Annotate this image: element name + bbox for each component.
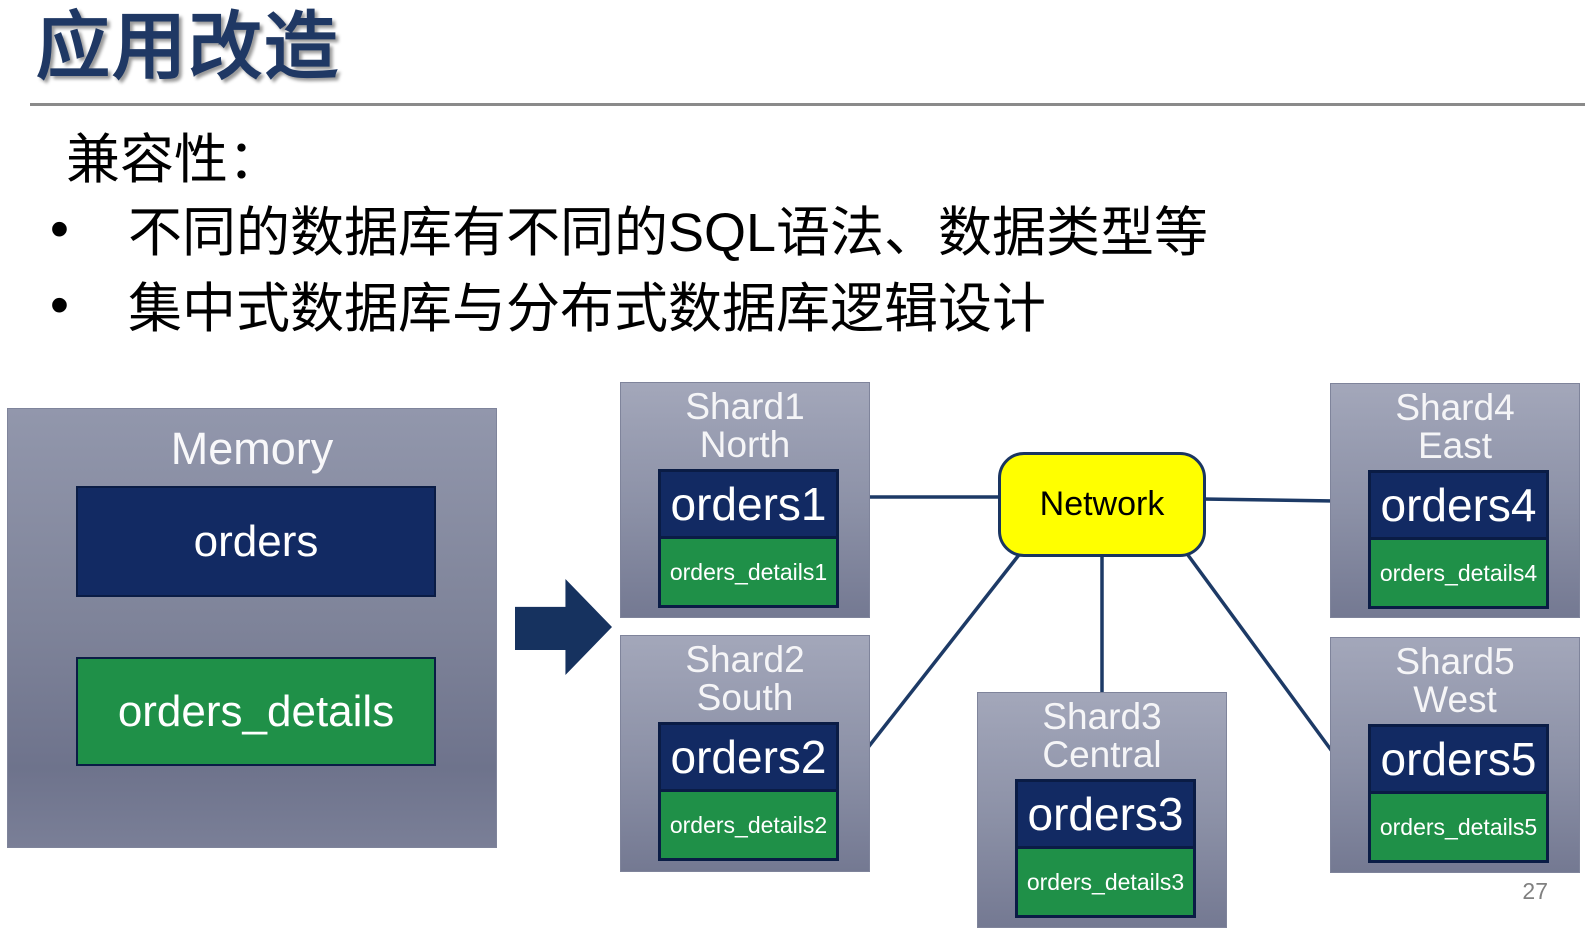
bullet-item-1: • 不同的数据库有不同的SQL语法、数据类型等 — [50, 195, 1208, 271]
bullet-dot: • — [50, 275, 69, 335]
orders-details-table: orders_details — [76, 657, 436, 766]
memory-box: Memory orders orders_details — [7, 408, 497, 848]
bullet-dot: • — [50, 199, 69, 259]
shard5-details-table: orders_details5 — [1368, 791, 1549, 863]
shard3-box: Shard3 Central orders3 orders_details3 — [977, 692, 1227, 928]
title-divider — [30, 103, 1585, 106]
shard4-orders-table: orders4 — [1368, 470, 1549, 540]
shard2-box: Shard2 South orders2 orders_details2 — [620, 635, 870, 872]
bullet-item-2: • 集中式数据库与分布式数据库逻辑设计 — [50, 271, 1208, 347]
shard4-box: Shard4 East orders4 orders_details4 — [1330, 383, 1580, 618]
bullet-list: • 不同的数据库有不同的SQL语法、数据类型等 • 集中式数据库与分布式数据库逻… — [50, 195, 1208, 347]
bullet-text-1: 不同的数据库有不同的SQL语法、数据类型等 — [128, 203, 1209, 263]
shard3-title: Shard3 Central — [1042, 696, 1162, 775]
shard1-details-table: orders_details1 — [658, 536, 839, 608]
shard5-orders-table: orders5 — [1368, 724, 1549, 794]
shard1-orders-table: orders1 — [658, 469, 839, 539]
shard1-title: Shard1 North — [685, 386, 805, 465]
memory-label: Memory — [170, 423, 334, 474]
page-number: 27 — [1522, 878, 1548, 904]
shard5-box: Shard5 West orders5 orders_details5 — [1330, 637, 1580, 873]
shard4-details-table: orders_details4 — [1368, 537, 1549, 609]
shard3-details-table: orders_details3 — [1015, 846, 1196, 918]
shard3-orders-table: orders3 — [1015, 779, 1196, 849]
bullet-text-2: 集中式数据库与分布式数据库逻辑设计 — [128, 279, 1046, 339]
orders-table: orders — [76, 486, 436, 597]
shard2-orders-table: orders2 — [658, 722, 839, 792]
network-node: Network — [998, 452, 1206, 557]
shard1-box: Shard1 North orders1 orders_details1 — [620, 382, 870, 618]
compatibility-heading: 兼容性： — [66, 130, 282, 190]
page-title: 应用改造 — [36, 5, 340, 88]
shard2-details-table: orders_details2 — [658, 789, 839, 861]
shard4-title: Shard4 East — [1395, 387, 1515, 466]
shard2-title: Shard2 South — [685, 639, 805, 718]
shard5-title: Shard5 West — [1395, 641, 1515, 720]
